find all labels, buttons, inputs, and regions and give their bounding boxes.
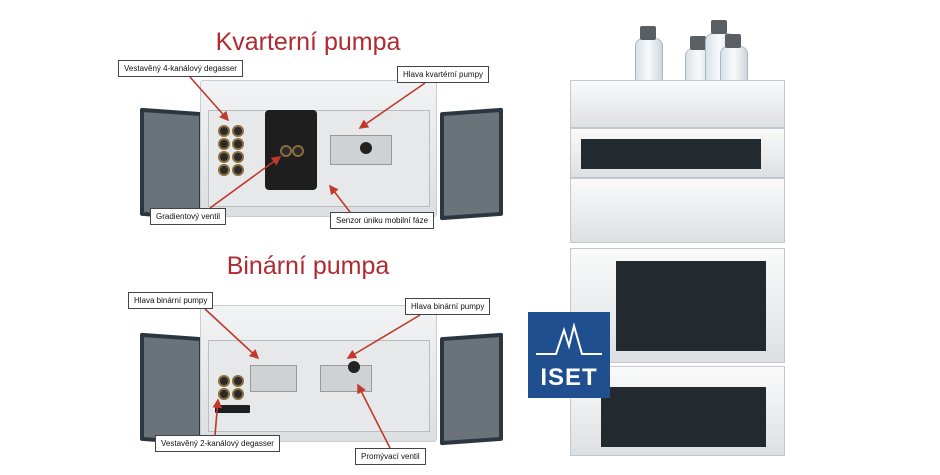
label-gradient-valve: Gradientový ventil — [150, 208, 227, 225]
arrow-quaternary-head — [358, 82, 426, 129]
label-binary-pump-head-left: Hlava binární pumpy — [128, 292, 214, 309]
label-purge-valve: Promývací ventil — [355, 448, 426, 465]
binary-pump-image — [140, 305, 503, 455]
binary-pump-title: Binární pumpa — [226, 252, 390, 280]
iset-logo-text: ISET — [540, 364, 598, 391]
arrow-binary-head-left — [204, 308, 260, 360]
arrow-gradient-valve — [209, 156, 282, 209]
label-binary-pump-head-right: Hlava binární pumpy — [405, 298, 491, 315]
arrow-binary-head-right — [346, 314, 421, 359]
arrow-leak-sensor — [329, 184, 351, 213]
label-degasser-2ch: Vestavěný 2-kanálový degasser — [155, 435, 280, 452]
arrow-degasser-4ch — [189, 76, 230, 122]
arrow-purge-valve — [357, 383, 391, 449]
label-degasser-4ch: Vestavěný 4-kanálový degasser — [118, 60, 243, 77]
label-quaternary-pump-head: Hlava kvartérní pumpy — [397, 66, 490, 83]
quaternary-pump-title: Kvarterní pumpa — [215, 28, 401, 56]
label-leak-sensor: Senzor úniku mobilní fáze — [330, 212, 435, 229]
arrow-degasser-2ch — [212, 398, 223, 436]
iset-logo: ISET — [528, 312, 610, 398]
peak-chart-icon — [536, 322, 602, 355]
